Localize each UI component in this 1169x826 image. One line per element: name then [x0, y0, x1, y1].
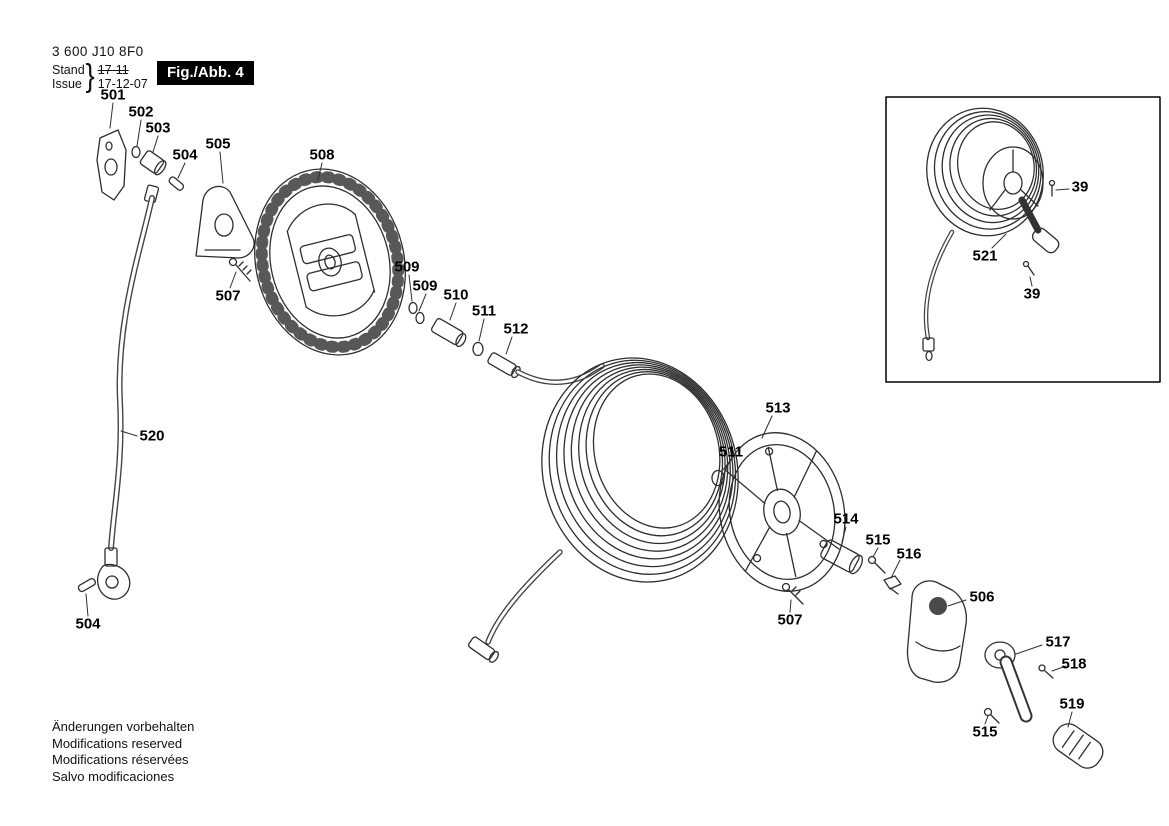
- stand-label: Stand: [52, 62, 85, 77]
- brace-glyph: }: [85, 57, 95, 94]
- inset-assembled-view: [885, 96, 1161, 383]
- hose-connector-group: [96, 129, 185, 204]
- fittings-chain: [408, 301, 521, 379]
- crank-handle-group: [983, 641, 1104, 769]
- hose-520: [108, 195, 155, 551]
- footer-line-de: Änderungen vorbehalten: [52, 719, 195, 734]
- elbow-fitting: [77, 547, 131, 600]
- bracket-505: [195, 185, 255, 259]
- reel-half-508: [254, 168, 406, 356]
- footer-line-es: Salvo modificaciones: [52, 768, 175, 784]
- hose-coil: [467, 357, 739, 663]
- header-block: 3 600 J10 8F0 Stand Issue } 17-11 17-12-…: [52, 44, 148, 94]
- screw-507-right: [781, 582, 804, 605]
- issue-value: 17-12-07: [97, 76, 148, 91]
- bracket-506: [906, 580, 968, 683]
- screw-507-left: [228, 257, 252, 282]
- reel-disc-513: [718, 432, 846, 592]
- footer-disclaimer: Änderungen vorbehalten Modifications res…: [52, 719, 194, 785]
- part-number-code: 3 600 J10 8F0: [52, 44, 144, 59]
- revision-dates: Stand Issue } 17-11 17-12-07: [52, 57, 148, 94]
- leader-lines: [85, 102, 1073, 728]
- footer-line-en: Modifications reserved: [52, 735, 183, 751]
- figure-label: Fig./Abb. 4: [157, 61, 254, 85]
- ring-511b: [711, 469, 725, 487]
- issue-label: Issue: [52, 76, 82, 91]
- inset-box: [885, 96, 1161, 383]
- footer-line-fr: Modifications réservées: [52, 752, 189, 767]
- stand-value: 17-11: [97, 62, 129, 77]
